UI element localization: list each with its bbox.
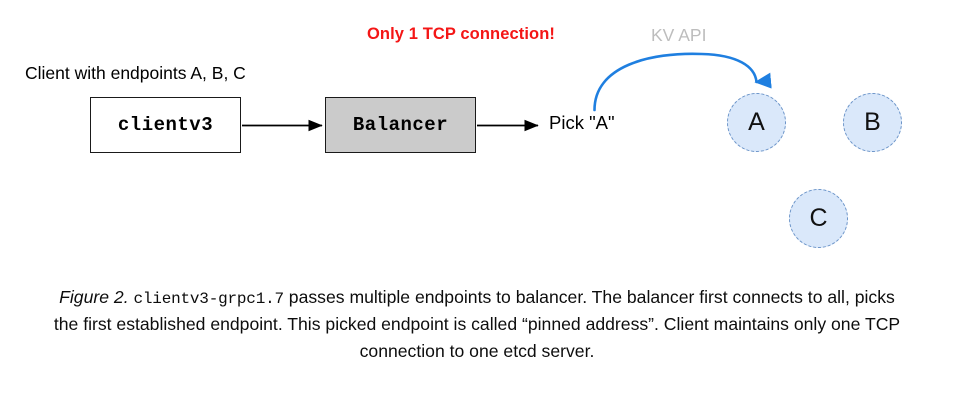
- pick-endpoint-label: Pick "A": [549, 112, 615, 133]
- caption-body-text: passes multiple endpoints to balancer. T…: [53, 287, 901, 362]
- client-endpoints-label: Client with endpoints A, B, C: [25, 63, 246, 83]
- kv-api-label: KV API: [651, 25, 707, 45]
- endpoint-circle-c: C: [789, 189, 848, 248]
- balancer-node: Balancer: [325, 97, 476, 153]
- figure-caption: Figure 2. clientv3-grpc1.7 passes multip…: [47, 284, 907, 365]
- tcp-connection-warning-label: Only 1 TCP connection!: [367, 25, 556, 43]
- endpoint-circle-a: A: [727, 93, 786, 152]
- kv-api-curve-arrow: [593, 52, 772, 112]
- endpoint-circle-b: B: [843, 93, 902, 152]
- clientv3-node: clientv3: [90, 97, 241, 153]
- caption-code-term: clientv3-grpc1.7: [133, 290, 284, 308]
- figure-number: Figure 2.: [59, 287, 129, 307]
- architecture-diagram: Client with endpoints A, B, C Only 1 TCP…: [25, 25, 902, 248]
